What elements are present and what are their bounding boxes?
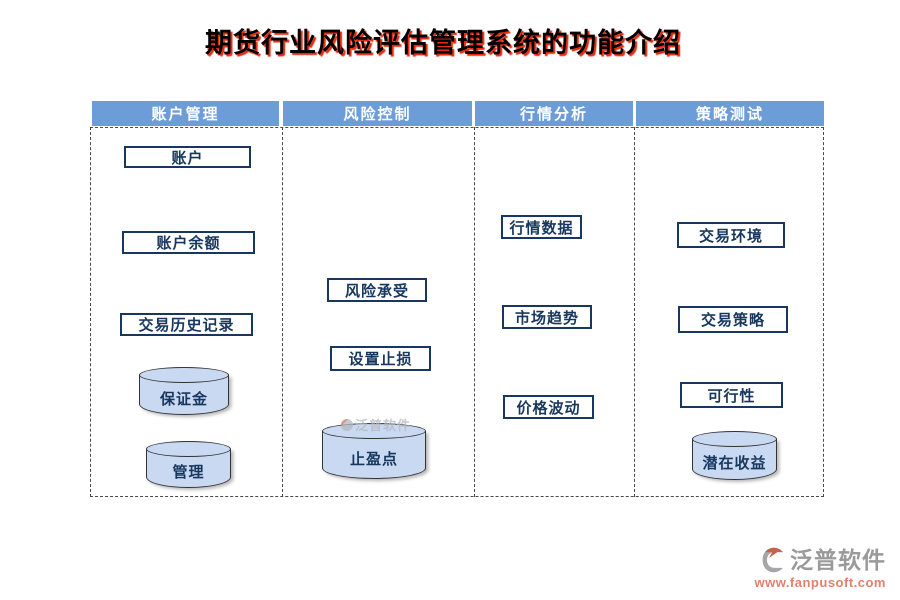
node-box-account: 账户 [124, 146, 251, 168]
node-box-set-stop-loss: 设置止损 [330, 346, 431, 371]
node-cylinder-take-profit: 止盈点 [322, 423, 426, 479]
cylinder-label: 保证金 [159, 390, 208, 408]
cylinder-top [146, 441, 231, 457]
column-header-risk-control: 风险控制 [283, 101, 472, 126]
watermark-logo-icon [341, 418, 353, 431]
footer: 泛普软件 www.fanpusoft.com [736, 546, 886, 590]
dashed-frame [90, 127, 824, 497]
column-divider [282, 127, 283, 497]
node-box-feasibility: 可行性 [680, 382, 783, 408]
cylinder-body [322, 431, 426, 479]
column-header-account-management: 账户管理 [92, 101, 279, 126]
node-box-price-volatility: 价格波动 [503, 395, 594, 419]
node-box-market-trend: 市场趋势 [502, 305, 592, 329]
node-box-account-balance: 账户余额 [122, 231, 255, 254]
cylinder-label: 止盈点 [349, 450, 398, 468]
column-divider [634, 127, 635, 497]
node-box-trade-history: 交易历史记录 [120, 313, 253, 336]
node-box-risk-tolerance: 风险承受 [327, 278, 427, 302]
fanpu-logo-icon [762, 547, 783, 573]
footer-brand: 泛普软件 [790, 547, 886, 573]
watermark-text: 泛普软件 [355, 418, 412, 433]
cylinder-label: 管理 [172, 464, 205, 481]
cylinder-label: 潜在收益 [702, 455, 767, 472]
node-cylinder-management: 管理 [146, 441, 231, 488]
cylinder-top [692, 431, 777, 447]
watermark: 泛普软件 [341, 415, 411, 434]
node-box-trading-strategy: 交易策略 [678, 306, 788, 333]
node-box-trading-environment: 交易环境 [677, 222, 785, 248]
node-cylinder-potential-profit: 潜在收益 [692, 431, 777, 480]
cylinder-top [139, 367, 229, 383]
footer-url: www.fanpusoft.com [754, 575, 886, 590]
page-title: 期货行业风险评估管理系统的功能介绍 [205, 28, 681, 58]
column-header-strategy-testing: 策略测试 [636, 101, 824, 126]
node-box-market-data: 行情数据 [501, 215, 582, 239]
column-divider [474, 127, 475, 497]
column-header-market-analysis: 行情分析 [475, 101, 633, 126]
node-cylinder-margin: 保证金 [139, 367, 229, 415]
